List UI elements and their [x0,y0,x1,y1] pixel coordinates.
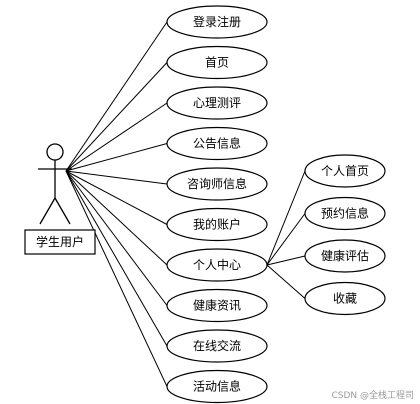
edge-actor-counselor-info [65,170,168,185]
use-case-label: 在线交流 [193,338,241,353]
use-case-home: 首页 [166,45,268,80]
use-case-counselor-info: 咨询师信息 [166,167,268,201]
use-case-ellipse [166,369,268,404]
edge-personal-center-health-assessment [266,255,306,266]
sub-use-case-ellipse [304,154,386,188]
use-case-ellipse [166,126,268,161]
use-case-online-chat: 在线交流 [166,329,268,363]
sub-use-case-label: 个人首页 [321,164,369,178]
edge-actor-announcements [65,143,168,172]
actor-right-leg [54,197,71,225]
edge-personal-center-booking-info [266,213,306,266]
edge-actor-health-news [65,170,168,306]
actor-label-box [24,229,96,255]
sub-use-case-booking-info: 预约信息 [304,196,386,231]
use-case-login: 登录注册 [166,5,268,39]
use-case-label: 我的账户 [193,217,241,232]
sub-use-case-ellipse [304,281,386,316]
use-case-ellipse [166,288,268,323]
use-case-label: 活动信息 [193,379,241,394]
use-case-label: 咨询师信息 [187,176,247,191]
edge-actor-login [65,21,168,172]
use-case-health-news: 健康资讯 [166,288,268,323]
edge-actor-events [65,170,168,387]
edge-actor-online-chat [65,170,168,347]
actor-label: 学生用户 [36,234,84,249]
use-case-ellipse [166,248,268,282]
use-case-personal-center: 个人中心 [166,248,268,282]
sub-use-case-favorites: 收藏 [304,281,386,316]
sub-use-case-personal-home: 个人首页 [304,154,386,188]
sub-use-case-label: 收藏 [333,292,357,306]
use-case-events: 活动信息 [166,369,268,404]
edge-actor-home [65,62,168,172]
use-case-label: 心理测评 [193,96,241,110]
actor-head [46,143,64,161]
use-case-label: 登录注册 [193,14,241,29]
use-case-ellipse [166,86,268,120]
edge-actor-personal-center [65,170,168,266]
edge-actor-my-account [65,170,168,225]
sub-use-case-label: 预约信息 [321,206,369,221]
csdn-watermark: CSDN @全栈工程司 [331,389,414,401]
actor-left-leg [39,197,56,225]
use-case-label: 首页 [205,56,229,70]
association-lines [65,21,306,387]
use-case-label: 健康资讯 [193,298,241,313]
use-case-ellipse [166,167,268,201]
sub-use-case-label: 健康评估 [321,248,369,263]
student-actor: 学生用户 [24,143,96,255]
use-case-ellipse [166,5,268,39]
sub-use-case-health-assessment: 健康评估 [304,239,386,273]
edge-personal-center-personal-home [266,170,306,266]
use-case-ellipse [166,45,268,80]
sub-use-case-ellipse [304,196,386,231]
sub-use-case-ellipse [304,239,386,273]
use-case-announcements: 公告信息 [166,126,268,161]
edge-personal-center-favorites [266,264,306,299]
edge-actor-psych-test [65,102,168,172]
use-case-label: 公告信息 [193,136,241,151]
use-case-ellipse [166,329,268,363]
use-case-psych-test: 心理测评 [166,86,268,120]
use-case-my-account: 我的账户 [166,207,268,242]
use-case-ellipse [166,207,268,242]
use-case-label: 个人中心 [193,257,241,272]
